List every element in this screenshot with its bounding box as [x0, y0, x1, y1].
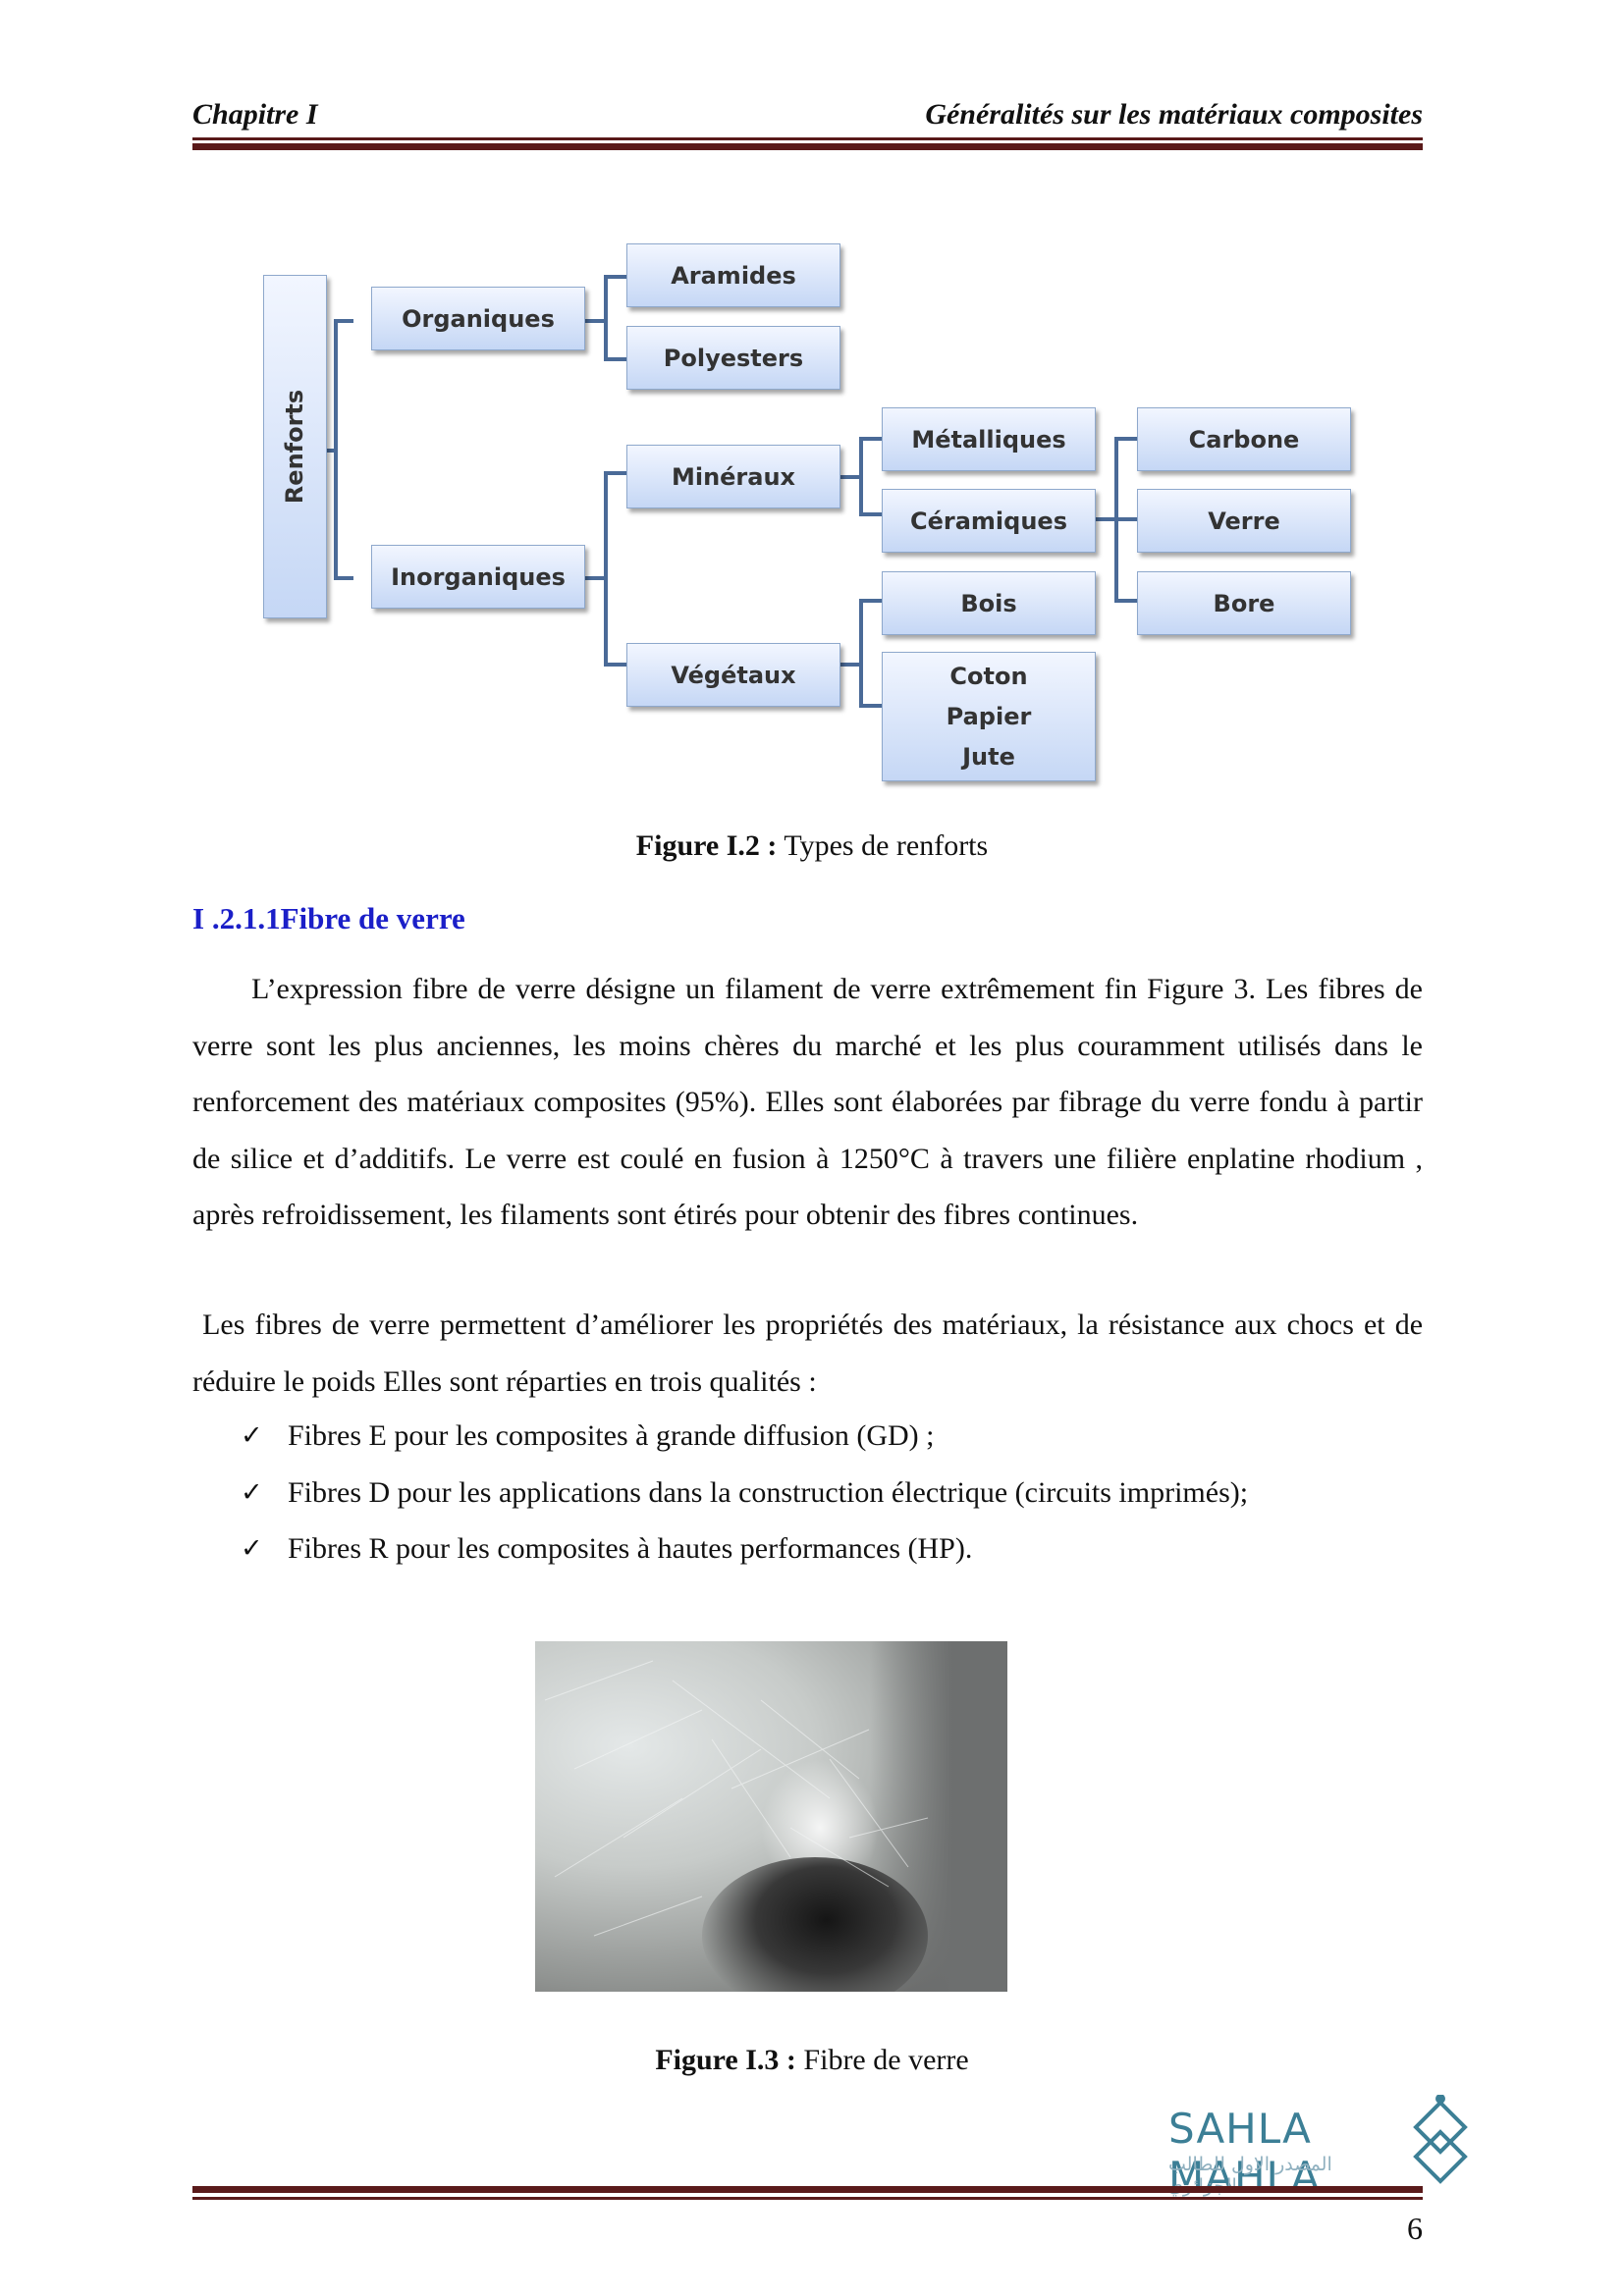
connector: [859, 599, 863, 707]
connector: [584, 319, 606, 323]
reinforcement-types-diagram: Renforts Organiques Inorganiques Aramide…: [255, 236, 1375, 795]
node-organiques: Organiques: [371, 287, 585, 350]
connector: [859, 437, 882, 441]
paragraph-1: L’expression fibre de verre désigne un f…: [192, 973, 1423, 1231]
chapter-title: Généralités sur les matériaux composites: [925, 98, 1423, 131]
node-papier: Papier: [946, 702, 1032, 730]
page-header: Chapitre I Généralités sur les matériaux…: [192, 98, 1423, 133]
connector: [1114, 599, 1137, 603]
list-item: ✓ Fibres E pour les composites à grande d…: [241, 1408, 1419, 1465]
page-number: 6: [1407, 2211, 1423, 2246]
connector: [334, 319, 353, 323]
node-metalliques: Métalliques: [882, 407, 1096, 471]
connector: [322, 449, 336, 453]
chapter-label: Chapitre I: [192, 98, 318, 131]
connector: [1114, 437, 1118, 602]
figure-2-text: Types de renforts: [777, 829, 989, 862]
figure-2-label: Figure I.2 :: [635, 829, 778, 862]
connector: [584, 576, 606, 580]
figure-2-caption: Figure I.2 : Types de renforts: [0, 829, 1624, 863]
node-verre: Verre: [1137, 489, 1351, 553]
paragraph-2: Les fibres de verre permettent d’amélior…: [192, 1308, 1431, 1398]
connector: [839, 663, 861, 667]
footer-rule-thick: [192, 2186, 1423, 2193]
list-item: ✓ Fibres D pour les applications dans la …: [241, 1465, 1419, 1522]
node-jute: Jute: [962, 742, 1015, 771]
list-item-text: Fibres D pour les applications dans la c…: [288, 1475, 1249, 1509]
glass-fiber-photo: [535, 1641, 1007, 1992]
connector: [604, 275, 626, 279]
figure-3-text: Fibre de verre: [795, 2044, 969, 2076]
connector: [334, 319, 338, 579]
list-item-text: Fibres R pour les composites à hautes pe…: [288, 1532, 973, 1565]
connector: [604, 357, 626, 361]
list-item-text: Fibres E pour les composites à grande di…: [288, 1419, 935, 1452]
node-mineraux: Minéraux: [626, 445, 840, 508]
connector: [334, 576, 353, 580]
node-renforts: Renforts: [263, 275, 327, 618]
figure-3-caption: Figure I.3 : Fibre de verre: [0, 2044, 1624, 2077]
node-bore: Bore: [1137, 571, 1351, 635]
connector: [604, 471, 608, 666]
connector: [859, 512, 882, 516]
connector: [859, 599, 882, 603]
checkmark-icon: ✓: [241, 1533, 263, 1564]
node-coton: Coton: [949, 662, 1028, 690]
node-carbone: Carbone: [1137, 407, 1351, 471]
logo-emblem-icon: [1413, 2095, 1468, 2184]
photo-roll-core: [702, 1857, 928, 1992]
connector: [859, 704, 882, 708]
node-coton-papier-jute: Coton Papier Jute: [882, 652, 1096, 781]
connector: [859, 437, 863, 515]
checkmark-icon: ✓: [241, 1420, 263, 1451]
header-rule-thick: [192, 143, 1423, 150]
node-polyesters: Polyesters: [626, 326, 840, 390]
footer-rule-thin: [192, 2197, 1423, 2200]
node-ceramiques: Céramiques: [882, 489, 1096, 553]
node-renforts-label: Renforts: [281, 389, 309, 505]
connector: [604, 471, 626, 475]
section-heading: I .2.1.1Fibre de verre: [192, 901, 465, 935]
fiber-quality-list: ✓ Fibres E pour les composites à grande d…: [241, 1408, 1419, 1577]
connector: [839, 475, 861, 479]
node-aramides: Aramides: [626, 243, 840, 307]
header-rule-thin: [192, 137, 1423, 140]
connector: [604, 275, 608, 360]
list-item: ✓ Fibres R pour les composites à hautes p…: [241, 1521, 1419, 1577]
sahla-mahla-logo: SAHLA MAHLA المصدر الاول للطالب الجزائري: [1168, 2095, 1468, 2201]
fiber-strands: [544, 1660, 929, 1937]
node-bois: Bois: [882, 571, 1096, 635]
figure-3-label: Figure I.3 :: [655, 2044, 796, 2076]
node-vegetaux: Végétaux: [626, 643, 840, 707]
connector: [604, 663, 626, 667]
connector: [1114, 437, 1137, 441]
checkmark-icon: ✓: [241, 1476, 263, 1508]
node-inorganiques: Inorganiques: [371, 545, 585, 609]
